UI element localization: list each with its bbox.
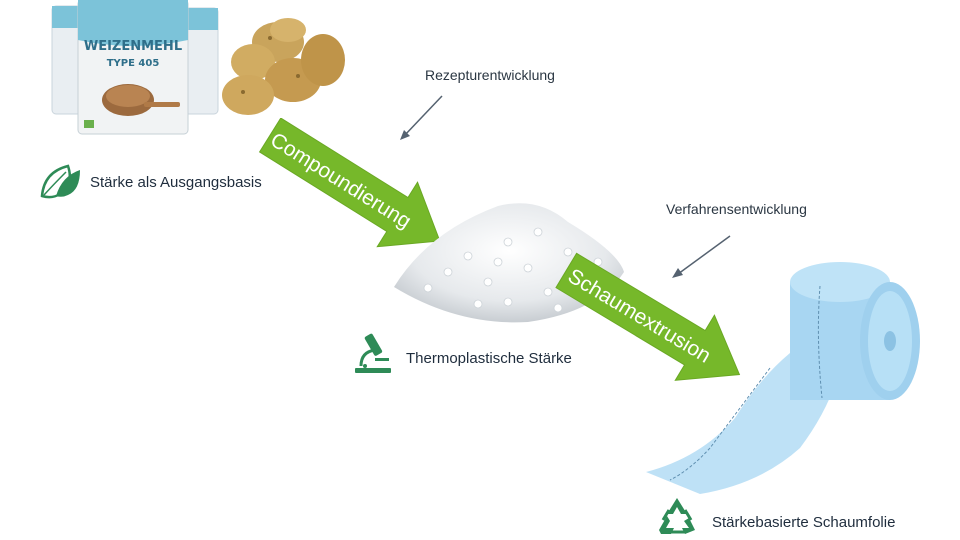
process-arrow-foam-extrusion: Schaumextrusion: [545, 250, 760, 395]
process-arrow-compounding: Compoundierung: [250, 118, 460, 258]
flour-and-potatoes-illustration: WEIZENMEHL TYPE 405: [51, 0, 345, 135]
stage-label-middle: Thermoplastische Stärke: [406, 350, 572, 367]
starch-raw-materials-image: WEIZENMEHL TYPE 405: [48, 0, 358, 140]
flour-bag-brand: WEIZENMEHL: [84, 39, 182, 54]
annotation-pointer-arrow-1: [396, 92, 446, 144]
annotation-process-development: Verfahrensentwicklung: [666, 201, 807, 217]
foam-film-roll-image: [640, 258, 930, 498]
microscope-icon: [353, 330, 393, 374]
leaf-icon: [38, 162, 82, 200]
annotation-pointer-arrow-2: [668, 232, 734, 280]
recycle-icon: [655, 496, 699, 536]
flour-bag-type: TYPE 405: [107, 58, 160, 69]
stage-label-end: Stärkebasierte Schaumfolie: [712, 514, 896, 531]
annotation-recipe-development: Rezepturentwicklung: [425, 67, 555, 83]
stage-label-start: Stärke als Ausgangsbasis: [90, 174, 262, 191]
